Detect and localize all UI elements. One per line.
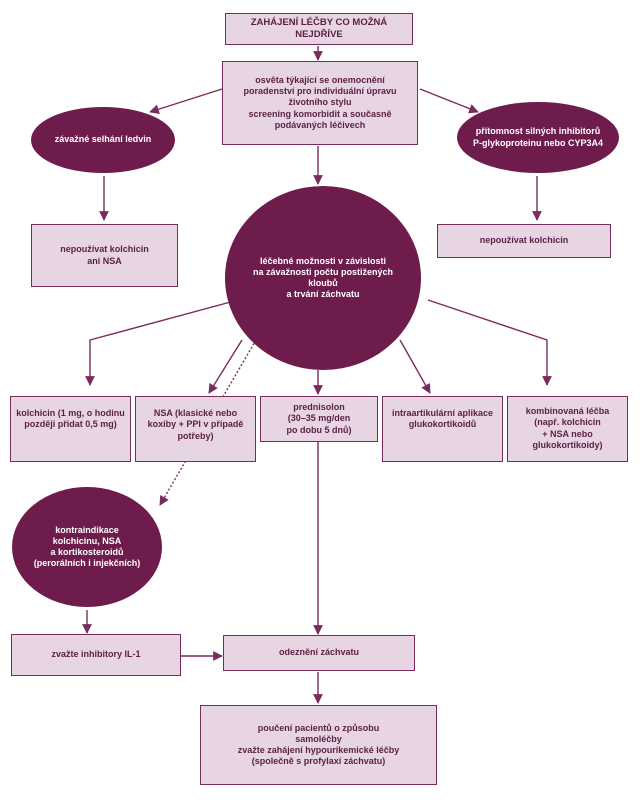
node-text-line: podávaných léčivech [274, 119, 366, 130]
node-text-line: + NSA nebo [542, 428, 593, 439]
node-text-line: samoléčby [295, 733, 342, 744]
no-colchicine-box: nepoužívat kolchicin [437, 224, 611, 258]
node-text-line: a kortikosteroidů [50, 547, 124, 557]
node-text-line: glukokortikoidů [408, 419, 477, 430]
node-text-line: ZAHÁJENÍ LÉČBY CO MOŽNÁ NEJDŘÍVE [250, 17, 388, 40]
node-text-line: životního stylu [288, 97, 352, 108]
node-text-line: (perorálních i injekčních) [33, 558, 141, 569]
node-text-line: nepoužívat kolchicin [479, 235, 569, 246]
node-text-line: poradenství pro individuální úpravu [243, 86, 397, 97]
arrow-options-to-intraarticular [399, 339, 431, 394]
node-text-line: přítomnost silných inhibitorů [475, 126, 601, 137]
node-text: ZAHÁJENÍ LÉČBY CO MOŽNÁ NEJDŘÍVE [231, 17, 407, 41]
renal-failure-oval: závažné selhání ledvin [31, 107, 175, 173]
arrow-options-to-nsa [208, 339, 243, 394]
il1-inhibitors-box: zvažte inhibitory IL-1 [11, 634, 181, 676]
node-text-line: screening komorbidit a současně [248, 108, 392, 119]
node-text-line: NSA (klasické nebo [153, 408, 238, 418]
node-text-line: osvěta týkající se onemocnění [255, 74, 385, 85]
node-text: odeznění záchvatu [279, 647, 359, 658]
arrow-education-to-renal [149, 88, 223, 114]
node-text: zvažte inhibitory IL-1 [51, 649, 140, 660]
node-text-line: zvažte inhibitory IL-1 [51, 649, 141, 660]
node-text-line: léčebné možnosti v závislosti [259, 255, 387, 266]
node-text-line: na závažnosti počtu postižených kloubů [252, 266, 394, 288]
node-text-line: prednisolon [293, 402, 345, 413]
node-text-line: kontraindikace [55, 524, 119, 535]
node-text-line: později přidat 0,5 mg) [24, 419, 117, 430]
node-text: závažné selhání ledvin [55, 134, 152, 145]
arrow-options-to-colchicine [85, 299, 239, 386]
node-text-line: poučení pacientů o způsobu [257, 722, 380, 733]
attack-resolution-box: odeznění záchvatu [223, 635, 415, 671]
node-text-line: závažné selhání ledvin [54, 134, 152, 145]
node-text: kombinovaná léčba(např. kolchicin+ NSA n… [526, 406, 610, 451]
node-text-line: po dobu 5 dnů) [286, 424, 352, 435]
arrow-education-to-inhibitors [419, 88, 479, 114]
node-text-line: koxiby + PPI v případě [147, 419, 244, 430]
node-text-line: P-glykoproteinu nebo CYP3A4 [472, 137, 604, 148]
combination-box: kombinovaná léčba(např. kolchicin+ NSA n… [507, 396, 628, 462]
node-text-line: kolchicin (1 mg, o hodinu [16, 408, 125, 418]
node-text-line: zvažte zahájení hypourikemické léčby [237, 745, 400, 755]
node-text-line: (např. kolchicin [534, 417, 601, 428]
node-text-line: kombinovaná léčba [525, 406, 610, 416]
title-box: ZAHÁJENÍ LÉČBY CO MOŽNÁ NEJDŘÍVE [225, 13, 413, 45]
node-text: nepoužívat kolchicin [480, 235, 569, 246]
node-text-line: potřeby) [177, 430, 214, 441]
node-text-line: odeznění záchvatu [278, 647, 359, 658]
node-text-line: kolchicinu, NSA [52, 535, 122, 546]
node-text-line: (30–35 mg/den [287, 413, 351, 424]
node-text-line: glukokortikoidy) [532, 439, 603, 450]
node-text-line: a trvání záchvatu [286, 289, 360, 300]
node-text-line: nepoužívat kolchicin [60, 244, 149, 255]
node-text-line: ani NSA [87, 255, 122, 266]
arrow-options-to-combination [427, 299, 552, 386]
node-text-line: intraartikulární aplikace [391, 408, 494, 418]
node-text-line: (společně s profylaxí záchvatu) [251, 756, 386, 767]
